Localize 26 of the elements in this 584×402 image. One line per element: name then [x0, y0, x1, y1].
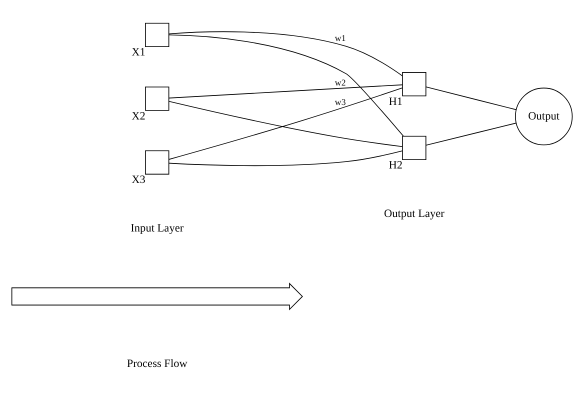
connector — [168, 100, 403, 147]
node-box — [145, 150, 170, 175]
node-box — [145, 22, 170, 48]
node-label: H1 — [388, 96, 403, 108]
connector — [426, 122, 517, 146]
connector — [426, 86, 517, 110]
node-label: X1 — [132, 46, 146, 59]
connector — [168, 88, 403, 160]
node-box — [402, 136, 426, 160]
connector — [168, 150, 403, 166]
label: Output Layer — [384, 208, 444, 220]
node-circle: Output — [515, 88, 573, 146]
node-label: H2 — [388, 160, 403, 172]
edge-label: w1 — [334, 33, 346, 44]
edge-label: w2 — [334, 78, 346, 88]
node-label: X3 — [132, 174, 146, 186]
node-box — [402, 72, 426, 96]
label: Process Flow — [126, 358, 188, 370]
connector — [168, 34, 404, 137]
node-box — [145, 86, 170, 111]
node-label: X2 — [132, 110, 146, 122]
edge-label: w3 — [334, 96, 346, 107]
label: Input Layer — [130, 222, 184, 235]
connector — [168, 31, 403, 76]
connector — [168, 84, 403, 98]
node-arrow — [11, 282, 303, 310]
